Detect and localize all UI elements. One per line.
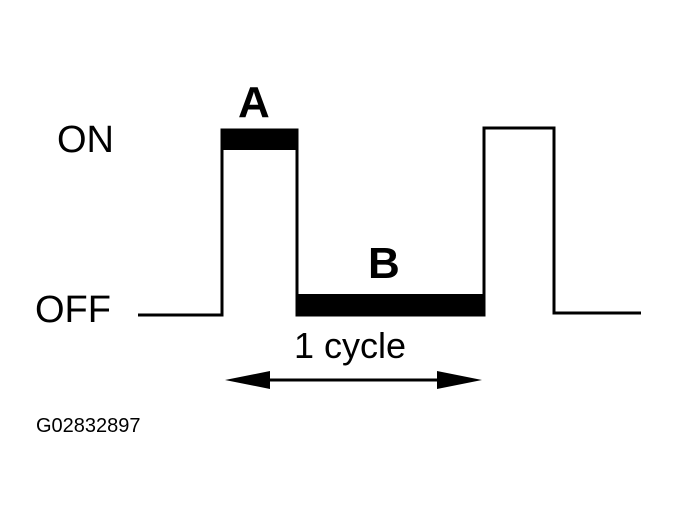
arrowhead-left <box>225 371 270 389</box>
segment-a-bar <box>222 129 297 150</box>
segment-b-bar <box>297 294 484 315</box>
off-label: OFF <box>35 289 111 331</box>
figure-id: G02832897 <box>36 415 141 437</box>
cycle-arrow <box>225 371 482 389</box>
segment-a-label: A <box>238 78 270 127</box>
arrowhead-right <box>437 371 482 389</box>
cycle-label: 1 cycle <box>294 325 406 366</box>
on-label: ON <box>57 119 114 161</box>
segment-b-label: B <box>368 239 400 288</box>
